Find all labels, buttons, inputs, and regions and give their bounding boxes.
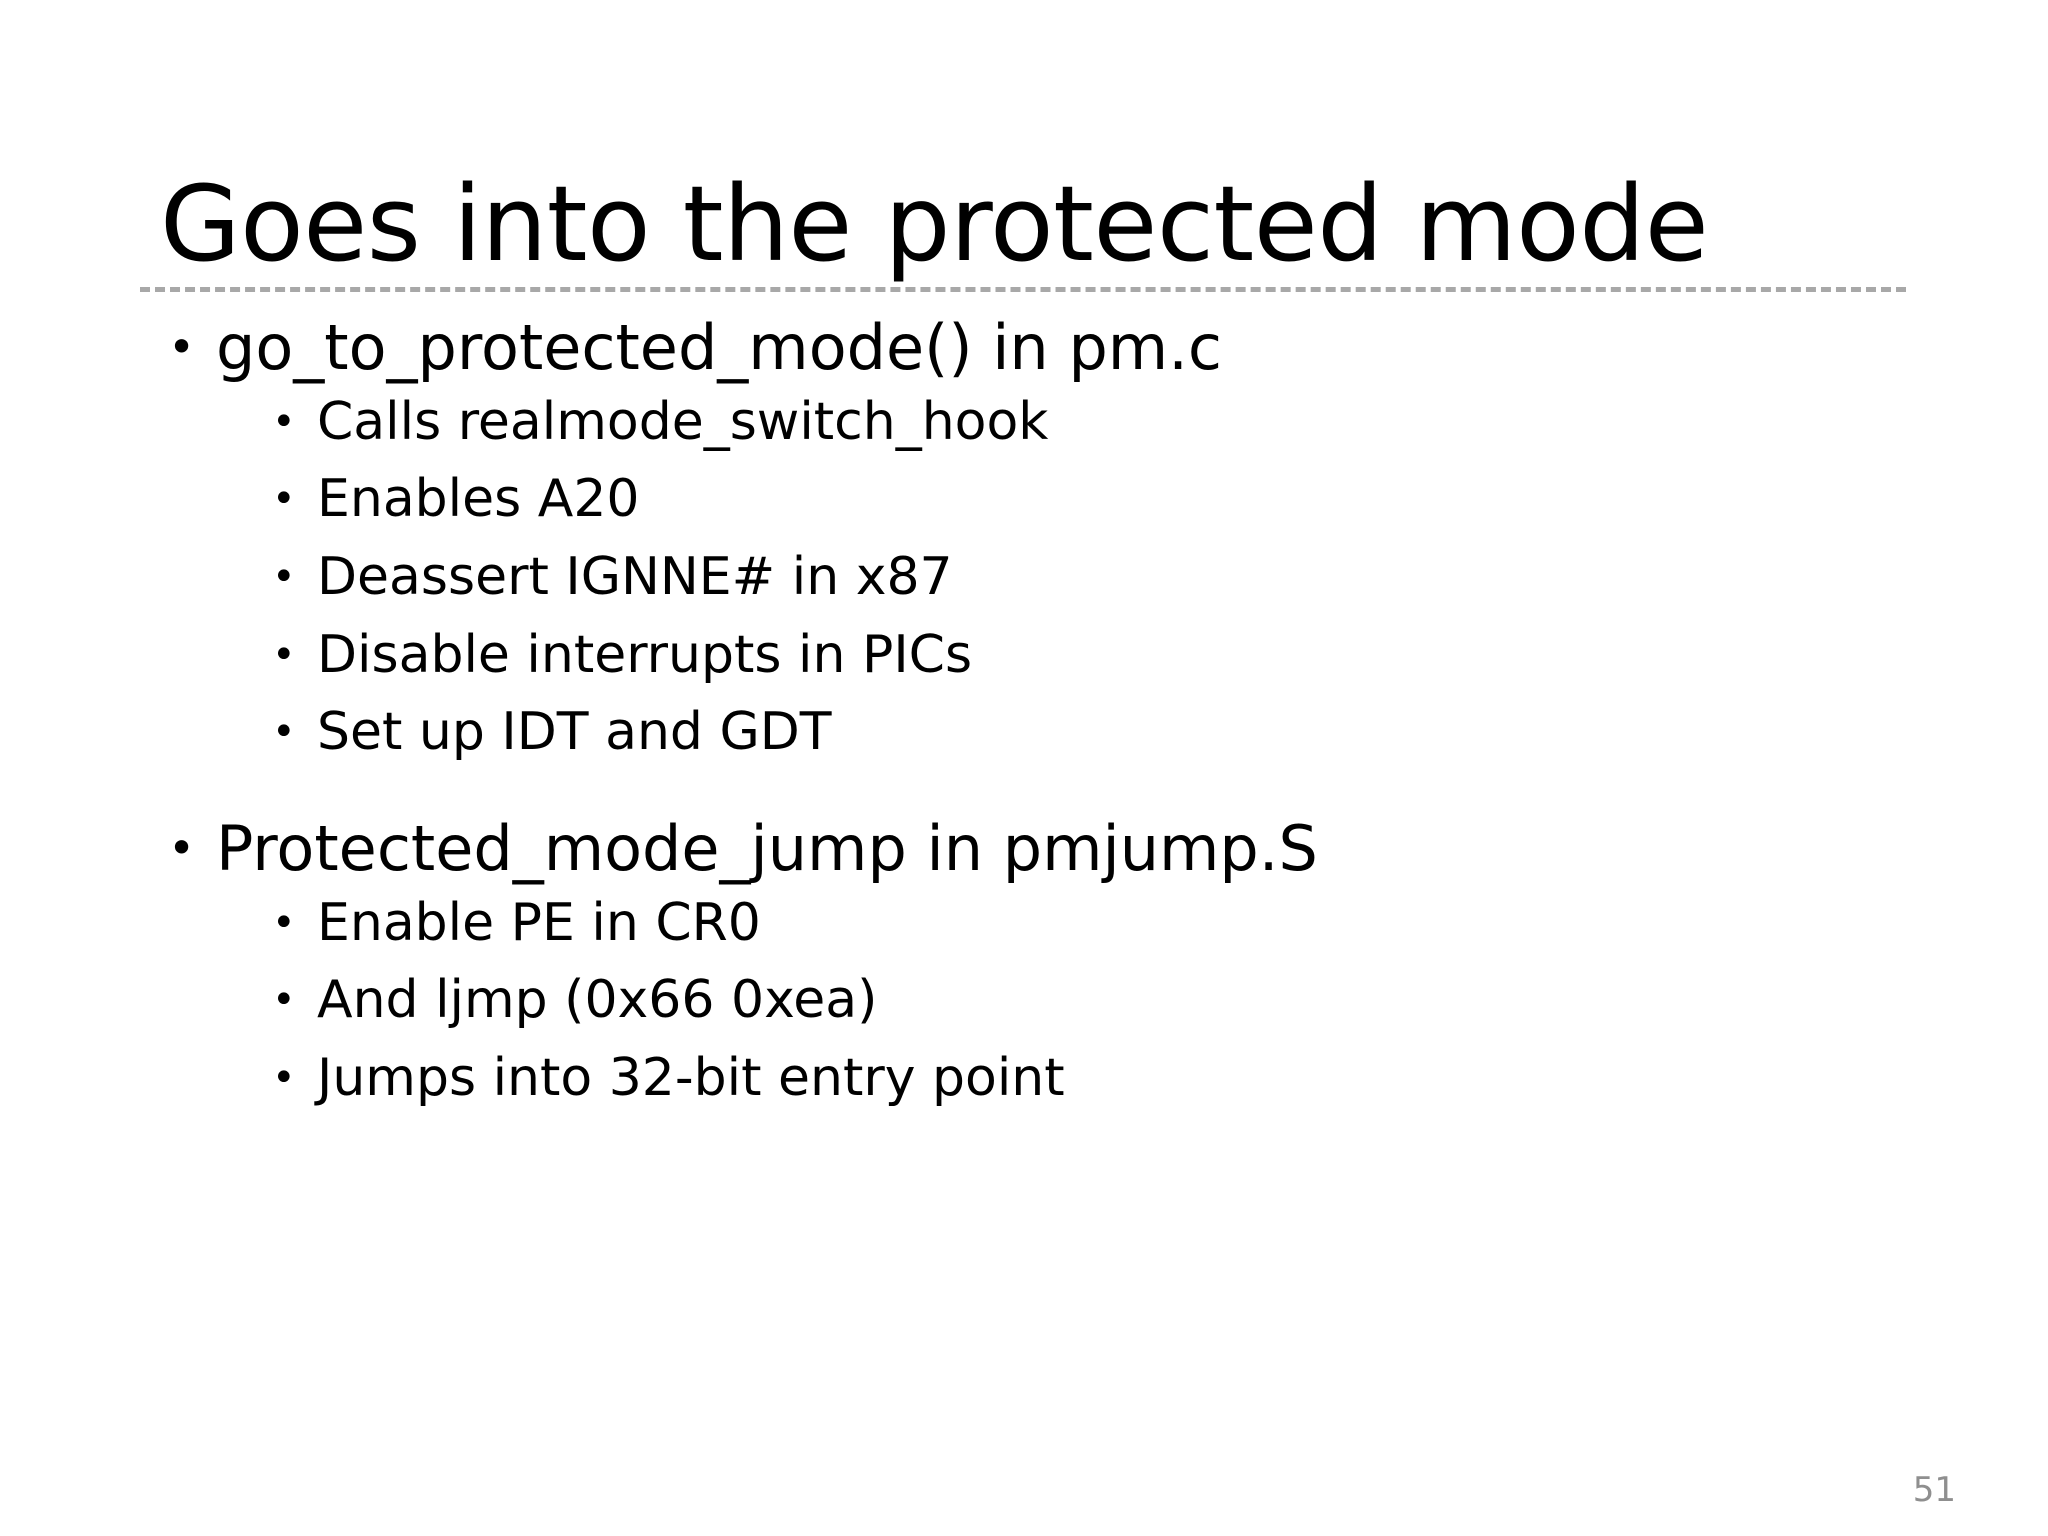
- title-divider: [140, 287, 1906, 292]
- bullet-text: Calls realmode_switch_hook: [317, 391, 1049, 452]
- bullet-item-level2: • Disable interrupts in PICs: [160, 622, 1960, 690]
- bullet-dot-icon: •: [272, 476, 296, 523]
- bullet-item-level1: • go_to_protected_mode() in pm.c: [160, 310, 1960, 387]
- bullet-item-level2: • And ljmp (0x66 0xea): [160, 967, 1960, 1035]
- bullet-dot-icon: •: [168, 820, 196, 875]
- bullet-dot-icon: •: [168, 320, 196, 374]
- bullet-text: Set up IDT and GDT: [317, 702, 832, 763]
- bullet-item-level1: • Protected_mode_jump in pmjump.S: [160, 811, 1960, 888]
- bullet-dot-icon: •: [272, 1054, 296, 1101]
- bullet-dot-icon: •: [272, 554, 296, 601]
- bullet-item-level2: • Deassert IGNNE# in x87: [160, 544, 1960, 612]
- bullet-item-level2: • Calls realmode_switch_hook: [160, 389, 1960, 457]
- bullet-dot-icon: •: [272, 977, 296, 1024]
- page-number: 51: [1912, 1470, 1956, 1510]
- bullet-dot-icon: •: [272, 398, 296, 445]
- slide-body-list: • go_to_protected_mode() in pm.c • Calls…: [160, 310, 1960, 1123]
- bullet-text: Enables A20: [317, 469, 640, 530]
- bullet-item-level2: • Jumps into 32-bit entry point: [160, 1045, 1960, 1113]
- bullet-text: And ljmp (0x66 0xea): [317, 970, 878, 1031]
- slide-title: Goes into the protected mode: [160, 162, 1709, 285]
- bullet-text: go_to_protected_mode() in pm.c: [216, 311, 1222, 384]
- bullet-text: Jumps into 32-bit entry point: [317, 1047, 1065, 1108]
- bullet-text: Enable PE in CR0: [317, 892, 761, 953]
- bullet-dot-icon: •: [272, 899, 296, 946]
- bullet-dot-icon: •: [272, 631, 296, 678]
- bullet-text: Deassert IGNNE# in x87: [317, 547, 953, 608]
- bullet-text: Protected_mode_jump in pmjump.S: [216, 811, 1318, 885]
- bullet-item-level2: • Enable PE in CR0: [160, 890, 1960, 958]
- bullet-item-level2: • Enables A20: [160, 466, 1960, 534]
- bullet-text: Disable interrupts in PICs: [317, 624, 973, 685]
- bullet-item-level2: • Set up IDT and GDT: [160, 699, 1960, 767]
- bullet-dot-icon: •: [272, 709, 296, 756]
- list-group-spacer: [160, 777, 1960, 811]
